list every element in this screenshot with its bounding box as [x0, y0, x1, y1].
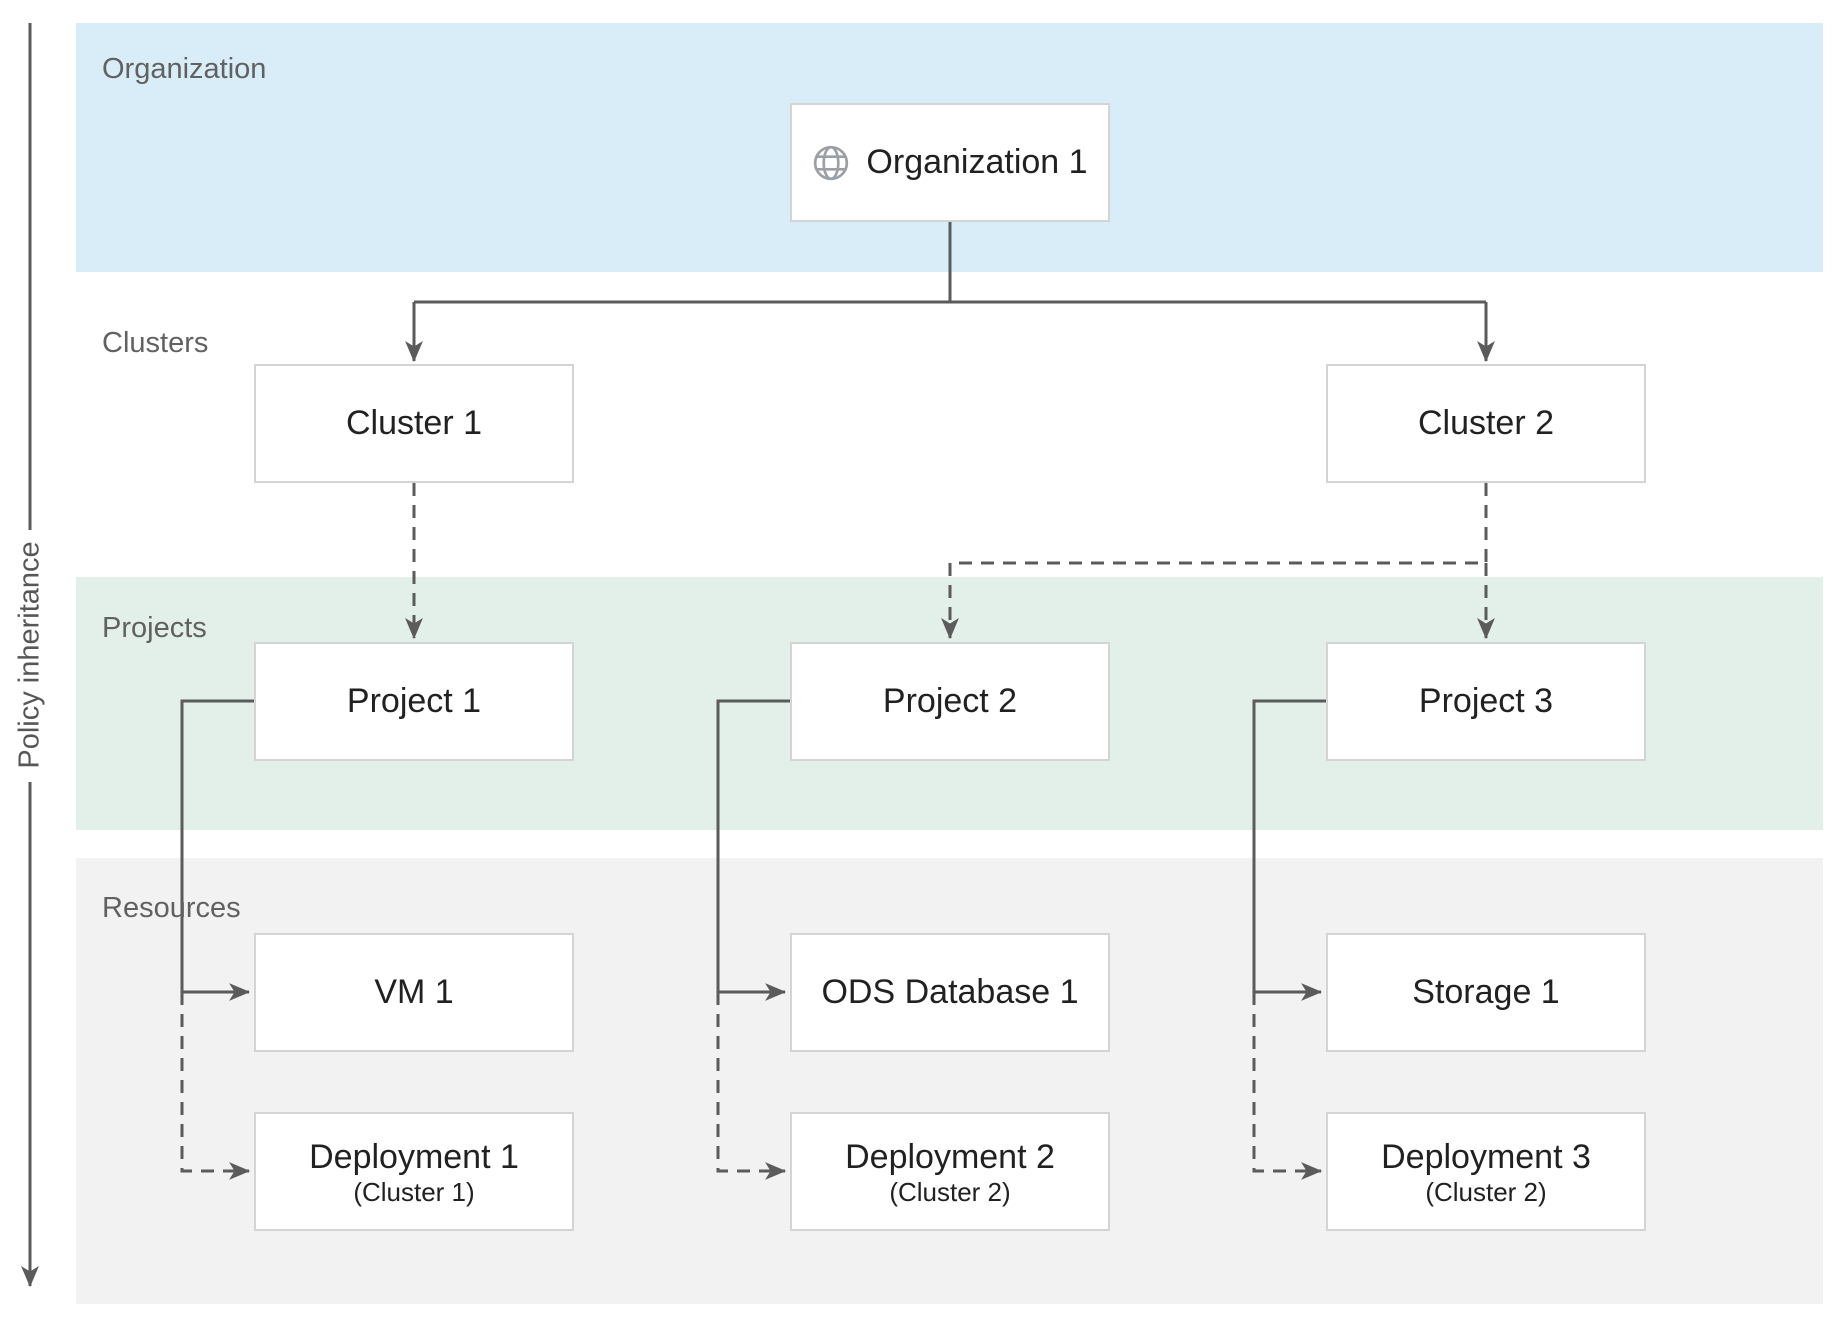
band-label-resources: Resources: [102, 892, 241, 924]
edge-project3-to-deployment3: [1252, 992, 1323, 1180]
band-label-organization: Organization: [102, 53, 267, 85]
node-project-2: Project 2: [790, 642, 1110, 761]
node-project-3: Project 3: [1326, 642, 1646, 761]
node-cluster-2: Cluster 2: [1326, 364, 1646, 483]
band-label-projects: Projects: [102, 612, 207, 644]
node-label: Organization 1: [866, 143, 1088, 181]
node-deployment-1: Deployment 1 (Cluster 1): [254, 1112, 574, 1231]
edge-organization1-rail: [414, 222, 1486, 304]
node-label: Cluster 1: [345, 404, 483, 442]
edge-cluster2-branch: [950, 483, 1488, 565]
band-label-clusters: Clusters: [102, 327, 209, 359]
node-sublabel: (Cluster 1): [353, 1176, 475, 1207]
node-vm-1: VM 1: [254, 933, 574, 1052]
node-label: Deployment 2: [845, 1137, 1055, 1176]
edge-project3-to-storage1: [1252, 699, 1326, 1001]
node-label: VM 1: [374, 973, 454, 1011]
node-label: ODS Database 1: [821, 973, 1079, 1011]
node-label: Project 1: [346, 682, 482, 720]
policy-inheritance-axis-label: Policy inheritance: [13, 541, 46, 769]
node-storage-1: Storage 1: [1326, 933, 1646, 1052]
node-label: Project 3: [1418, 682, 1554, 720]
node-sublabel: (Cluster 2): [1425, 1176, 1547, 1207]
edge-project1-to-deployment1: [180, 992, 251, 1180]
edge-project2-to-deployment2: [716, 992, 787, 1180]
node-label: Storage 1: [1412, 973, 1560, 1011]
node-label: Deployment 1: [309, 1137, 519, 1176]
node-project-1: Project 1: [254, 642, 574, 761]
node-sublabel: (Cluster 2): [889, 1176, 1011, 1207]
node-deployment-3: Deployment 3 (Cluster 2): [1326, 1112, 1646, 1231]
globe-icon: [812, 144, 850, 182]
node-label: Cluster 2: [1417, 404, 1555, 442]
node-cluster-1: Cluster 1: [254, 364, 574, 483]
node-label: Deployment 3: [1381, 1137, 1591, 1176]
edge-project2-to-ods-database1: [716, 699, 790, 1001]
node-label: Project 2: [882, 682, 1018, 720]
node-deployment-2: Deployment 2 (Cluster 2): [790, 1112, 1110, 1231]
node-organization-1: Organization 1: [790, 103, 1110, 222]
edge-project1-to-vm1: [180, 699, 254, 1001]
node-ods-database-1: ODS Database 1: [790, 933, 1110, 1052]
